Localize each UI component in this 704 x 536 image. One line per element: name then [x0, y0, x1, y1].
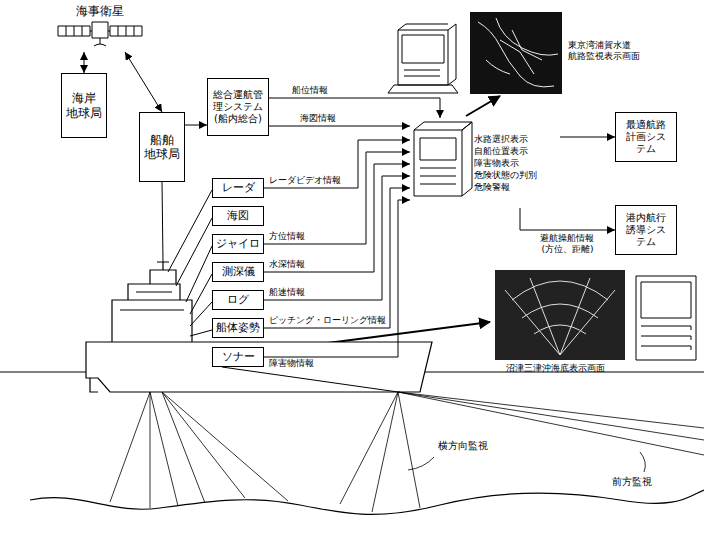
node-text: 危険警報 [474, 181, 510, 193]
sea-bottom [30, 490, 704, 514]
node-text: 船舶 地球局 [143, 133, 180, 162]
edge-label: 障害物情報 [268, 358, 315, 369]
connector [264, 164, 410, 272]
sensor-box: 測深儀 [212, 262, 264, 282]
sensor-box: ジャイロ [212, 234, 264, 254]
leader-lines [162, 182, 398, 392]
edge-label: ピッチング・ローリング情報 [268, 315, 387, 326]
display-arrow [466, 96, 500, 116]
caption-label: 沼津三津沖海底表示画面 [506, 363, 605, 374]
edge-label: 海図情報 [299, 113, 337, 124]
system-box: 港内航行誘導システム [615, 205, 677, 255]
node-text: 危険状態の判別 [474, 169, 537, 181]
connector [264, 188, 410, 328]
edge-label: 水深情報 [268, 259, 306, 270]
node-text: 海岸 地球局 [65, 91, 102, 120]
sensor-box: ログ [212, 290, 264, 310]
station-box: 海岸 地球局 [61, 73, 107, 138]
sensor-box: ソナー [212, 347, 264, 367]
connector [264, 152, 410, 244]
sensor-box: 海図 [212, 206, 264, 226]
node-text: 海事衛星 [76, 4, 124, 18]
sensor-box: 船体姿勢 [212, 318, 264, 338]
edge-label: 船位情報 [291, 85, 329, 96]
node-text: 港内航行誘導システム [625, 212, 667, 248]
node-text: 測深儀 [222, 265, 255, 278]
node-text: 船体姿勢 [216, 321, 260, 334]
system-box: 総合運航管理システム (船内総合) [207, 78, 269, 136]
connector [125, 52, 162, 112]
console-terminal [388, 24, 458, 93]
edge-label: 避航操船情報 (方位、距離) [539, 233, 597, 255]
connector [185, 125, 207, 126]
station-box: 船舶 地球局 [139, 112, 185, 182]
caption-label: 東京湾浦賀水道 航路監視表示画面 [568, 40, 641, 63]
edge-label: レーダビデオ情報 [268, 175, 342, 186]
caption-label: 前方監視 [612, 476, 652, 489]
node-text: 自船位置表示 [474, 145, 528, 157]
caption-label: 横方向監視 [438, 440, 488, 453]
connector [560, 137, 615, 138]
edge-label: 船速情報 [268, 287, 306, 298]
sensor-box: レーダ [212, 178, 264, 198]
node-text: 障害物表示 [474, 157, 519, 169]
connector [520, 208, 615, 230]
node-text: ソナー [222, 350, 255, 363]
node-text: レーダ [222, 181, 255, 194]
edge-label: 方位情報 [268, 231, 306, 242]
connector [84, 52, 85, 73]
monitor-screen [470, 12, 562, 94]
sonar-fan [505, 278, 615, 355]
system-box: 最適航路計画システム [615, 112, 677, 162]
central-unit [414, 122, 472, 196]
sonar-screen [495, 270, 625, 360]
satellite-icon [58, 22, 142, 46]
chart-lines [478, 18, 558, 87]
node-text: 海図 [227, 209, 249, 222]
connector [264, 200, 410, 357]
processor-unit: 水路選択表示自船位置表示障害物表示危険状態の判別危険警報 [410, 118, 560, 208]
node-text: ログ [227, 293, 249, 306]
range-brackets [408, 452, 645, 472]
connector [269, 126, 410, 127]
node-text: 最適航路計画システム [625, 119, 667, 155]
satellite-node: 海事衛星 [45, 2, 155, 52]
connector [269, 98, 440, 118]
node-text: ジャイロ [216, 237, 260, 250]
node-text: 水路選択表示 [474, 133, 528, 145]
node-text: 総合運航管理システム (船内総合) [213, 89, 263, 125]
sonar-console [636, 276, 696, 360]
sonar-beams [110, 392, 704, 512]
connector [264, 176, 410, 300]
